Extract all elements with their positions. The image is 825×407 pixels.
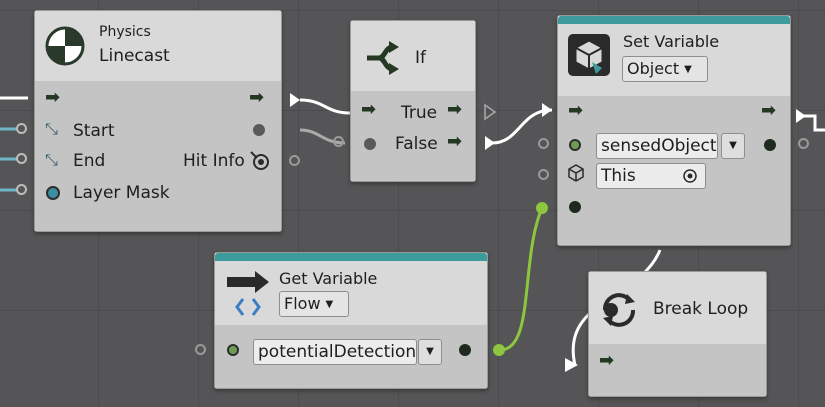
chevron-down-icon: ▼: [729, 140, 737, 151]
if-condition-port[interactable]: [364, 138, 376, 150]
port-mask-in[interactable]: [16, 184, 27, 195]
cube-outline-icon: [568, 164, 584, 182]
port-set-target-in[interactable]: [538, 169, 549, 180]
target-picker-icon[interactable]: [682, 168, 698, 184]
if-flow-in-arrow[interactable]: ➡: [361, 99, 377, 120]
port-set-name-in[interactable]: [538, 138, 549, 149]
get-variable-header: [215, 253, 487, 325]
get-variable-node[interactable]: Get Variable Flow ▼ potentialDetection ▼: [214, 252, 488, 389]
set-flow-out-arrow[interactable]: ➡: [761, 100, 777, 121]
linecast-port-start: Start: [73, 121, 115, 141]
set-variable-name-dropdown[interactable]: ▼: [721, 133, 745, 159]
port-if-condition-in[interactable]: [333, 136, 344, 147]
linecast-layer-mask-port[interactable]: [46, 186, 60, 200]
set-variable-name-value: sensedObject: [601, 136, 717, 156]
get-variable-kind-value: Flow: [284, 294, 321, 313]
linecast-port-hit-info: Hit Info: [183, 151, 245, 171]
set-variable-accent: [558, 16, 790, 24]
chevron-down-icon: ▼: [684, 63, 692, 75]
if-port-true: True: [401, 103, 438, 123]
port-set-value-out[interactable]: [798, 138, 809, 149]
get-name-port[interactable]: [227, 344, 239, 356]
linecast-flow-out-arrow[interactable]: ➡: [249, 87, 265, 108]
linecast-port-end: End: [73, 151, 106, 171]
linecast-hit-out-port[interactable]: [253, 124, 265, 136]
get-variable-accent: [215, 253, 487, 261]
port-start-in[interactable]: [16, 123, 27, 134]
port-end-in[interactable]: [16, 153, 27, 164]
port-get-name-in[interactable]: [195, 344, 206, 355]
if-false-out-arrow[interactable]: ➡: [447, 131, 463, 152]
set-variable-name-field[interactable]: sensedObject: [596, 133, 718, 159]
linecast-port-layer-mask: Layer Mask: [73, 183, 170, 203]
get-variable-name-dropdown[interactable]: ▼: [418, 339, 442, 365]
linecast-body: [35, 81, 281, 231]
linecast-node[interactable]: Physics Linecast ➡ ➡ ⤡ Start ⤡ End Hit I…: [34, 10, 282, 232]
set-flow-in-arrow[interactable]: ➡: [568, 100, 584, 121]
if-title: If: [415, 48, 426, 68]
set-value-in-port[interactable]: [569, 201, 581, 213]
loop-icon: [603, 293, 635, 327]
linecast-title: Linecast: [99, 46, 170, 66]
set-name-port[interactable]: [569, 139, 581, 151]
get-value-out-port[interactable]: [459, 344, 471, 356]
if-true-out-arrow[interactable]: ➡: [447, 99, 463, 120]
set-variable-title: Set Variable: [623, 32, 720, 51]
physics-icon: [45, 26, 85, 66]
chevron-down-icon: ▼: [426, 346, 434, 357]
linecast-flow-in-arrow[interactable]: ➡: [45, 87, 61, 108]
hit-info-icon: [250, 151, 269, 170]
break-loop-title: Break Loop: [653, 299, 749, 319]
set-variable-target-value: This: [601, 166, 636, 186]
break-loop-header: [589, 272, 766, 344]
wire-value-green: [499, 207, 544, 352]
get-variable-name-field[interactable]: potentialDetection: [253, 339, 417, 365]
wire-set-out: [800, 114, 825, 132]
end-icon: ⤡: [45, 150, 58, 169]
set-value-out-port[interactable]: [764, 139, 776, 151]
if-body: [351, 91, 475, 181]
if-node[interactable]: If ➡ True ➡ False ➡: [350, 20, 476, 182]
branch-icon: [367, 41, 399, 75]
arrow-variable-icon: [227, 271, 269, 316]
start-icon: ⤡: [45, 119, 58, 138]
if-port-false: False: [395, 134, 438, 154]
set-variable-kind-dropdown[interactable]: Object ▼: [622, 56, 708, 82]
wire-linecast-if: [299, 98, 351, 115]
get-variable-kind-dropdown[interactable]: Flow ▼: [279, 291, 349, 317]
break-flow-in-arrow[interactable]: ➡: [599, 350, 615, 371]
get-variable-title: Get Variable: [279, 269, 378, 288]
set-variable-kind-value: Object: [627, 59, 680, 78]
break-loop-body: [589, 344, 766, 396]
chevron-down-icon: ▼: [325, 298, 334, 310]
cube-icon: [568, 34, 610, 76]
port-hitinfo-out[interactable]: [289, 155, 300, 166]
set-variable-node[interactable]: Set Variable Object▼ ➡ ➡ sensedObject ▼ …: [557, 15, 791, 246]
break-loop-node[interactable]: Break Loop ➡: [588, 271, 767, 397]
get-variable-name-value: potentialDetection: [258, 342, 417, 362]
linecast-category: Physics: [99, 24, 151, 40]
